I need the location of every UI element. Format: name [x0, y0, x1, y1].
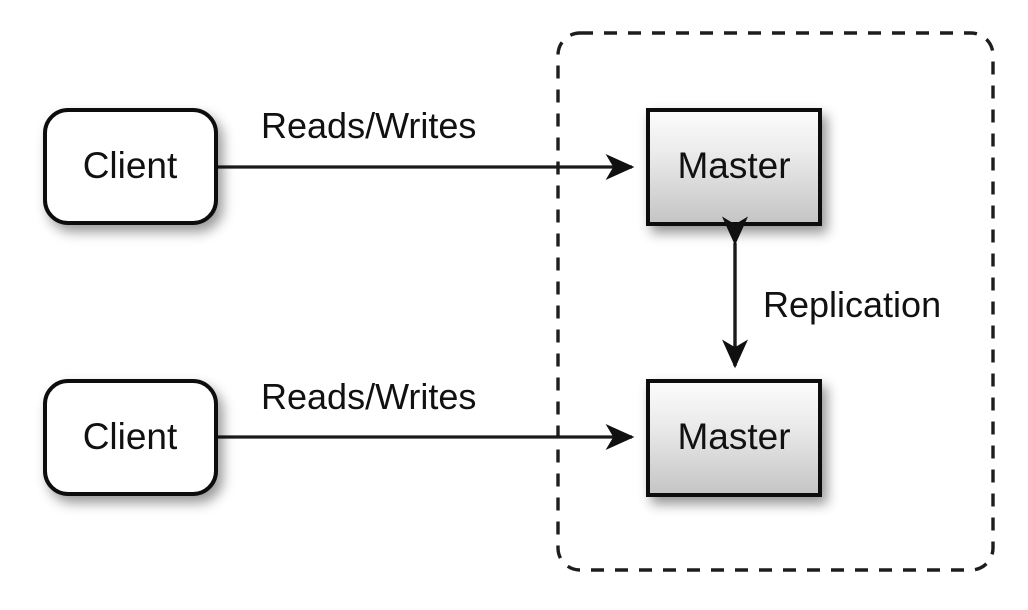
- client-top-shape: [43, 108, 218, 225]
- master-bottom-label: Master: [677, 416, 790, 457]
- node-client-top[interactable]: Client: [43, 108, 218, 225]
- master-bottom-shape: [646, 379, 822, 497]
- client-bottom-label: Client: [83, 416, 178, 457]
- edge-label-replication: Replication: [763, 284, 941, 325]
- master-top-shape: [646, 108, 822, 226]
- replication-cluster-boundary: [556, 31, 995, 572]
- edge-label-reads-writes-top: Reads/Writes: [261, 105, 476, 146]
- node-master-bottom[interactable]: Master: [646, 379, 822, 497]
- master-top-label: Master: [677, 145, 790, 186]
- edge-label-reads-writes-bottom: Reads/Writes: [261, 376, 476, 417]
- node-client-bottom[interactable]: Client: [43, 379, 218, 496]
- client-bottom-shape: [43, 379, 218, 496]
- client-top-label: Client: [83, 145, 178, 186]
- node-master-top[interactable]: Master: [646, 108, 822, 226]
